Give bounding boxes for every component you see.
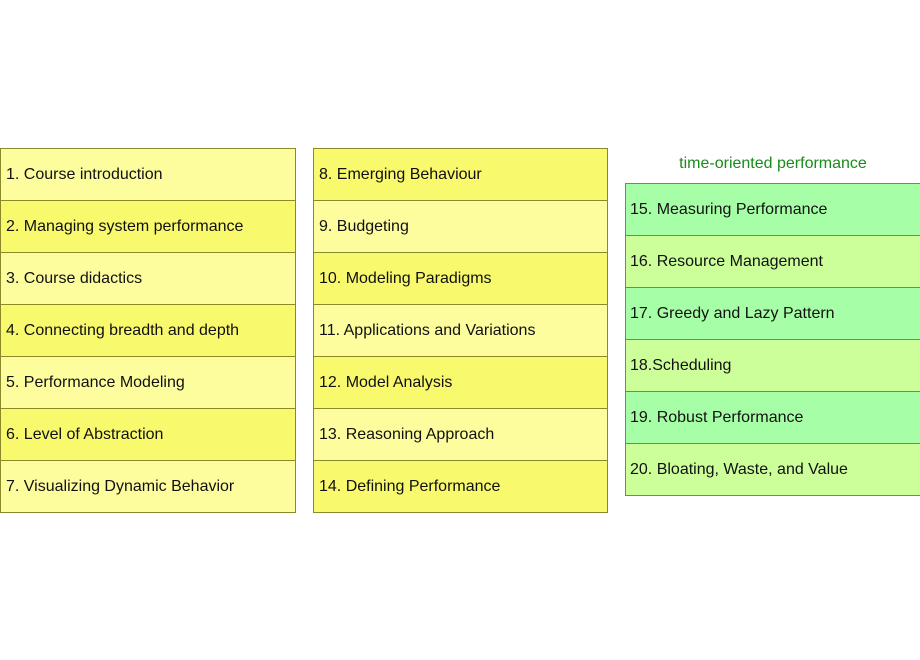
module-item-13: 13. Reasoning Approach [314, 409, 607, 461]
module-item-7: 7. Visualizing Dynamic Behavior [1, 461, 295, 513]
column-3-title: time-oriented performance [679, 155, 867, 172]
module-item-19: 19. Robust Performance [626, 392, 920, 444]
module-column-1: 1. Course introduction 2. Managing syste… [0, 148, 296, 513]
module-item-11: 11. Applications and Variations [314, 305, 607, 357]
module-item-4: 4. Connecting breadth and depth [1, 305, 295, 357]
module-column-2: 8. Emerging Behaviour 9. Budgeting 10. M… [313, 148, 608, 513]
module-item-2: 2. Managing system performance [1, 201, 295, 253]
module-item-14: 14. Defining Performance [314, 461, 607, 513]
module-item-10: 10. Modeling Paradigms [314, 253, 607, 305]
module-item-12: 12. Model Analysis [314, 357, 607, 409]
module-item-9: 9. Budgeting [314, 201, 607, 253]
module-column-3: 15. Measuring Performance 16. Resource M… [625, 183, 920, 496]
module-item-8: 8. Emerging Behaviour [314, 149, 607, 201]
module-item-6: 6. Level of Abstraction [1, 409, 295, 461]
module-item-15: 15. Measuring Performance [626, 184, 920, 236]
module-item-1: 1. Course introduction [1, 149, 295, 201]
module-item-5: 5. Performance Modeling [1, 357, 295, 409]
module-item-18: 18.Scheduling [626, 340, 920, 392]
module-item-20: 20. Bloating, Waste, and Value [626, 444, 920, 496]
module-item-16: 16. Resource Management [626, 236, 920, 288]
module-item-17: 17. Greedy and Lazy Pattern [626, 288, 920, 340]
module-item-3: 3. Course didactics [1, 253, 295, 305]
